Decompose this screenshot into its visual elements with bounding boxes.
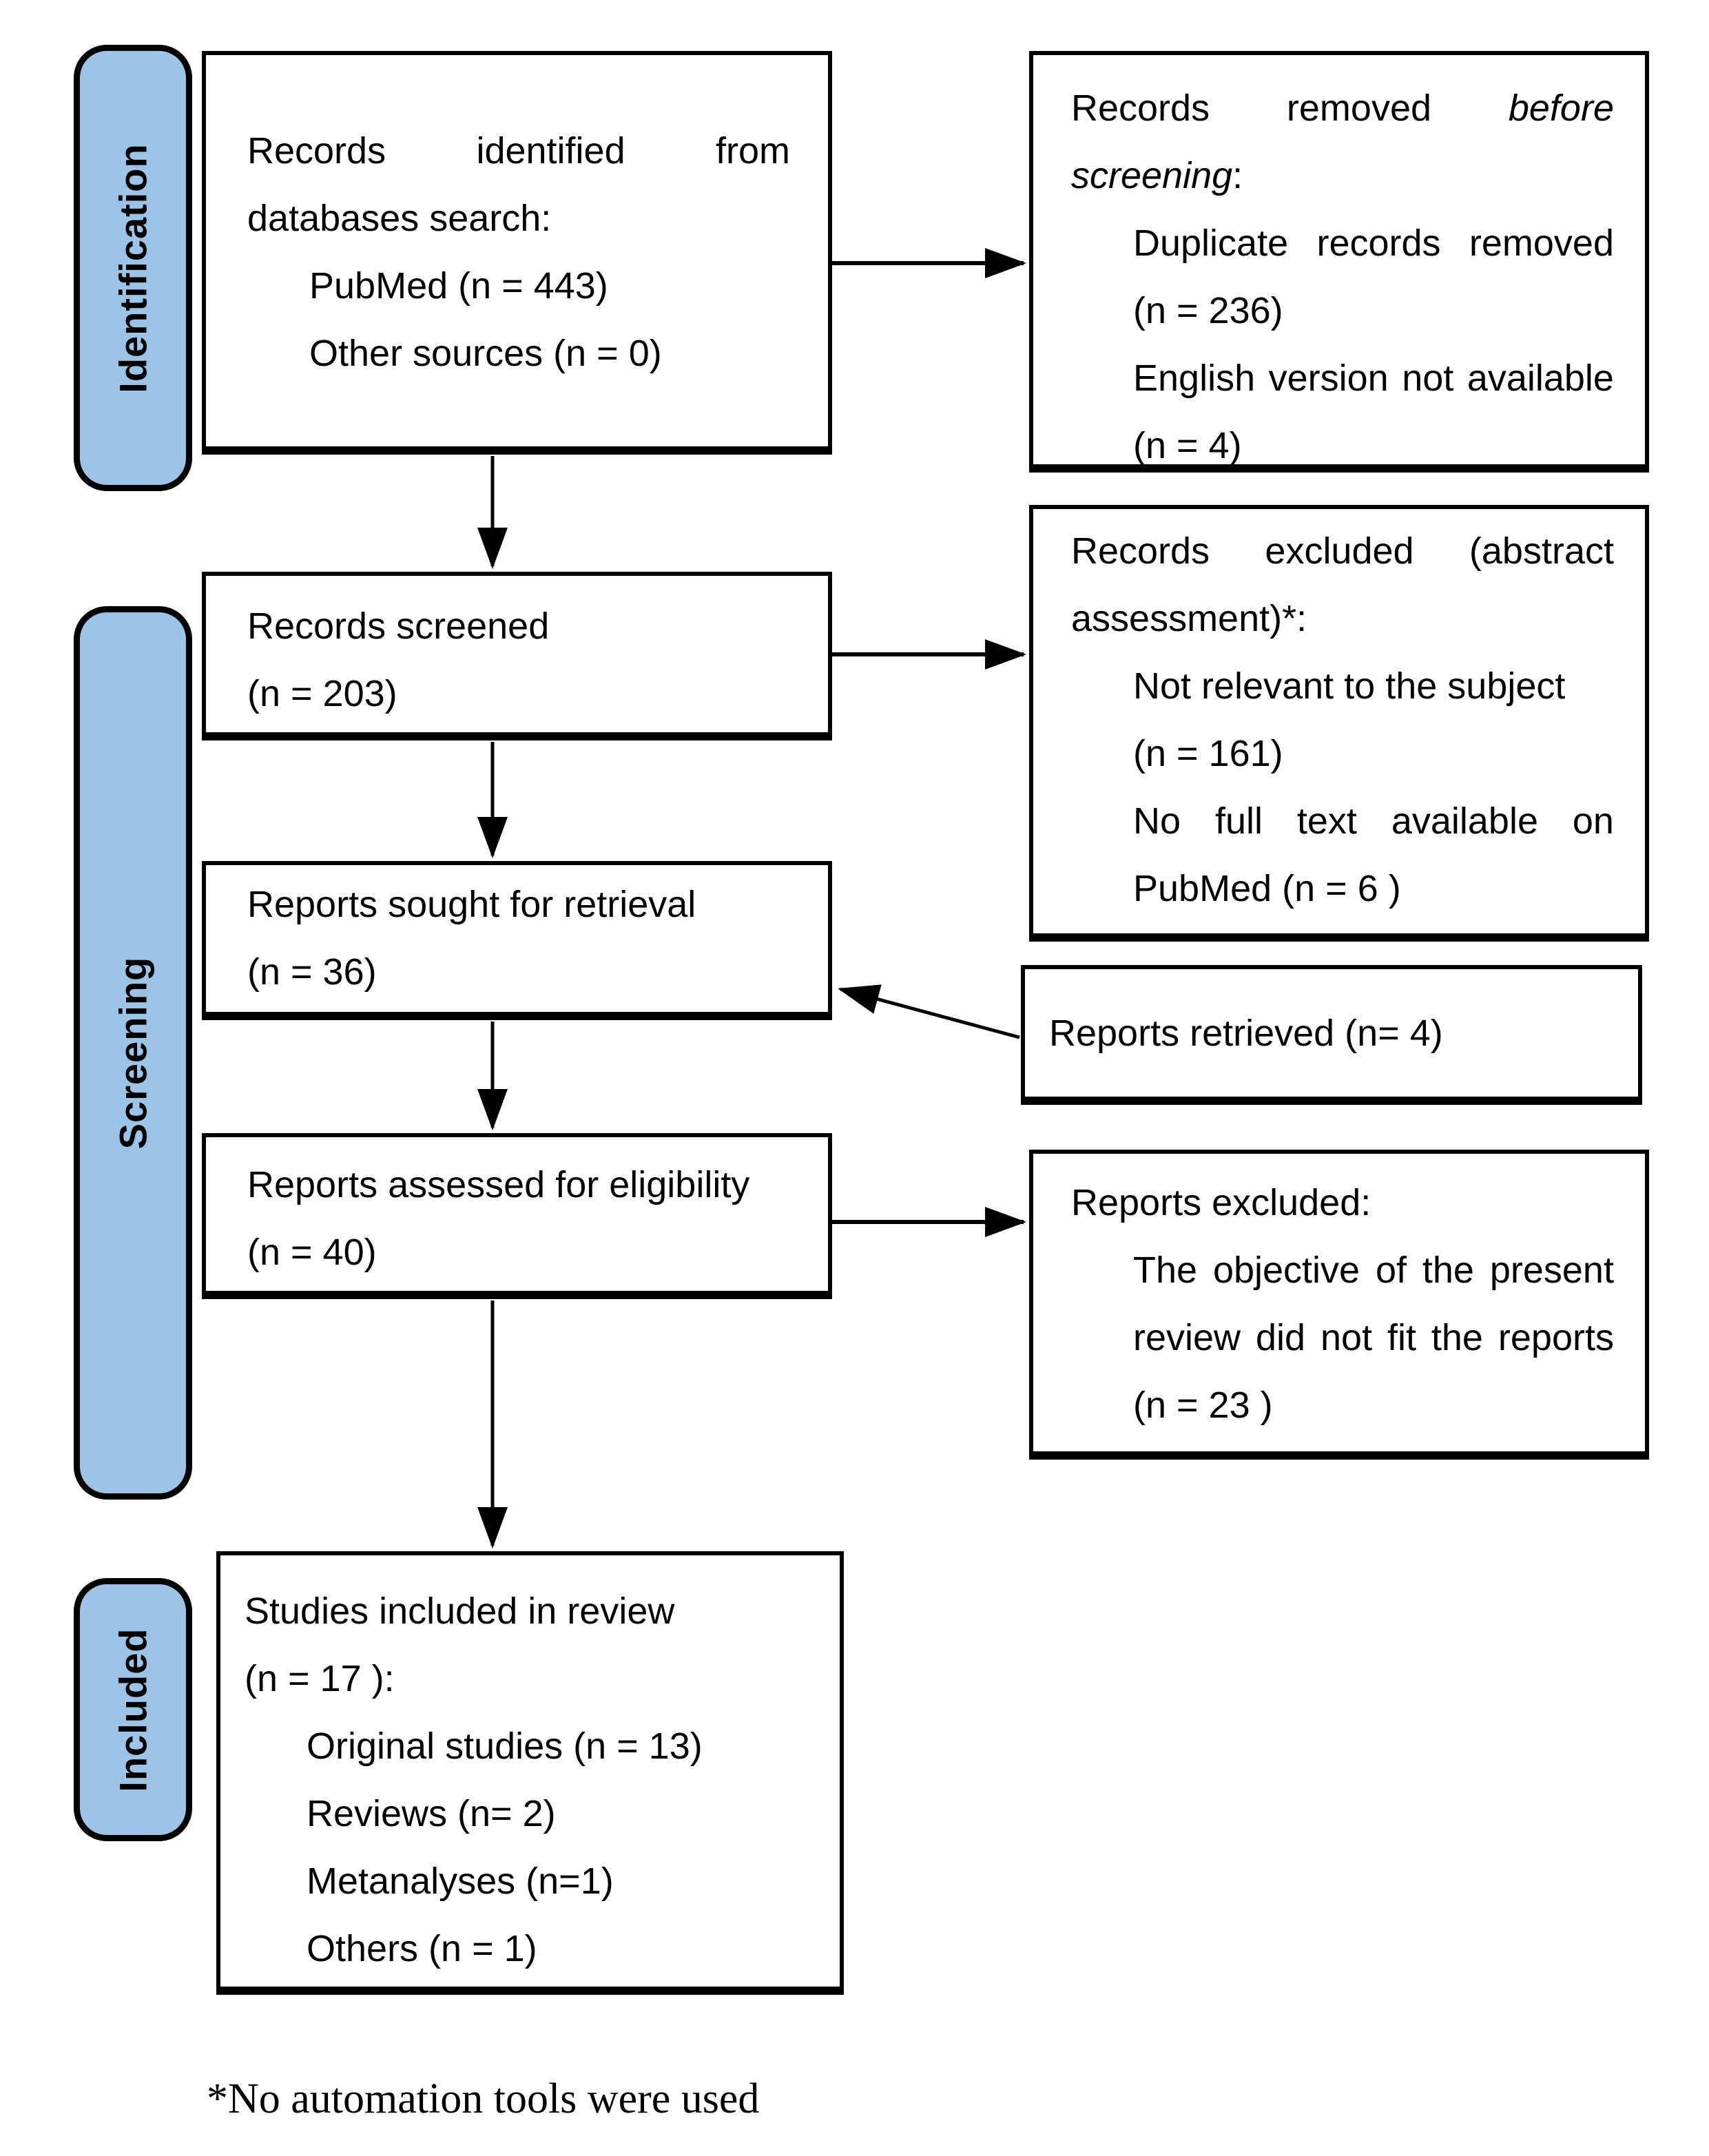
box-records-screened: Records screened (n = 203): [202, 572, 832, 740]
box-text-line: Reports sought for retrieval: [247, 884, 696, 925]
box-text-line: (n = 203): [247, 673, 397, 714]
stage-label-screening: Screening: [111, 956, 155, 1150]
box-text-line: Not relevant to the subject: [1133, 665, 1566, 707]
box-text-line: databases search:: [247, 198, 552, 239]
box-text-line: assessment)*:: [1071, 598, 1307, 639]
box-text-line: Reports retrieved (n= 4): [1049, 1012, 1443, 1054]
box-text-line: (n = 4): [1133, 425, 1242, 466]
box-text-line: Studies included in review: [245, 1590, 675, 1632]
box-text-line: Reports excluded:: [1071, 1182, 1371, 1223]
box-text-line: Original studies (n = 13): [307, 1725, 703, 1767]
arrow-retrieved-to-sought: [838, 984, 1020, 1039]
stage-label-included: Included: [111, 1627, 155, 1792]
stage-bar-included: Included: [74, 1578, 192, 1841]
box-text-line: Reviews (n= 2): [307, 1793, 556, 1834]
box-reports-assessed: Reports assessed for eligibility (n = 40): [202, 1133, 832, 1299]
stage-label-identification: Identification: [111, 143, 155, 393]
box-text-line: (n = 161): [1133, 733, 1283, 774]
box-text-line: (n = 17 ):: [245, 1658, 395, 1699]
box-text-line: (n = 236): [1133, 290, 1283, 331]
box-text-line: Reports assessed for eligibility: [247, 1164, 750, 1205]
stage-bar-identification: Identification: [74, 45, 192, 491]
box-text-line: PubMed (n = 443): [309, 265, 608, 307]
box-text-line: Other sources (n = 0): [309, 333, 662, 374]
box-text-line: (n = 40): [247, 1232, 377, 1273]
box-reports-retrieved: Reports retrieved (n= 4): [1021, 965, 1642, 1105]
box-studies-included: Studies included in review (n = 17 ): Orig…: [216, 1551, 844, 1995]
stage-bar-screening: Screening: [74, 606, 192, 1500]
box-text-line: Records screened: [247, 605, 550, 647]
box-text-line: (n = 23 ): [1133, 1385, 1273, 1426]
box-text-line: (n = 36): [247, 951, 377, 993]
box-text-line: Metanalyses (n=1): [307, 1860, 614, 1902]
box-text-line: Others (n = 1): [307, 1928, 537, 1969]
box-reports-retrieved-lines: Reports retrieved (n= 4): [1049, 999, 1607, 1067]
box-text-line: screening:: [1071, 155, 1243, 196]
box-text-line: PubMed (n = 6 ): [1133, 868, 1401, 909]
footnote: *No automation tools were used: [207, 2075, 760, 2122]
box-reports-sought: Reports sought for retrieval (n = 36): [202, 861, 832, 1020]
